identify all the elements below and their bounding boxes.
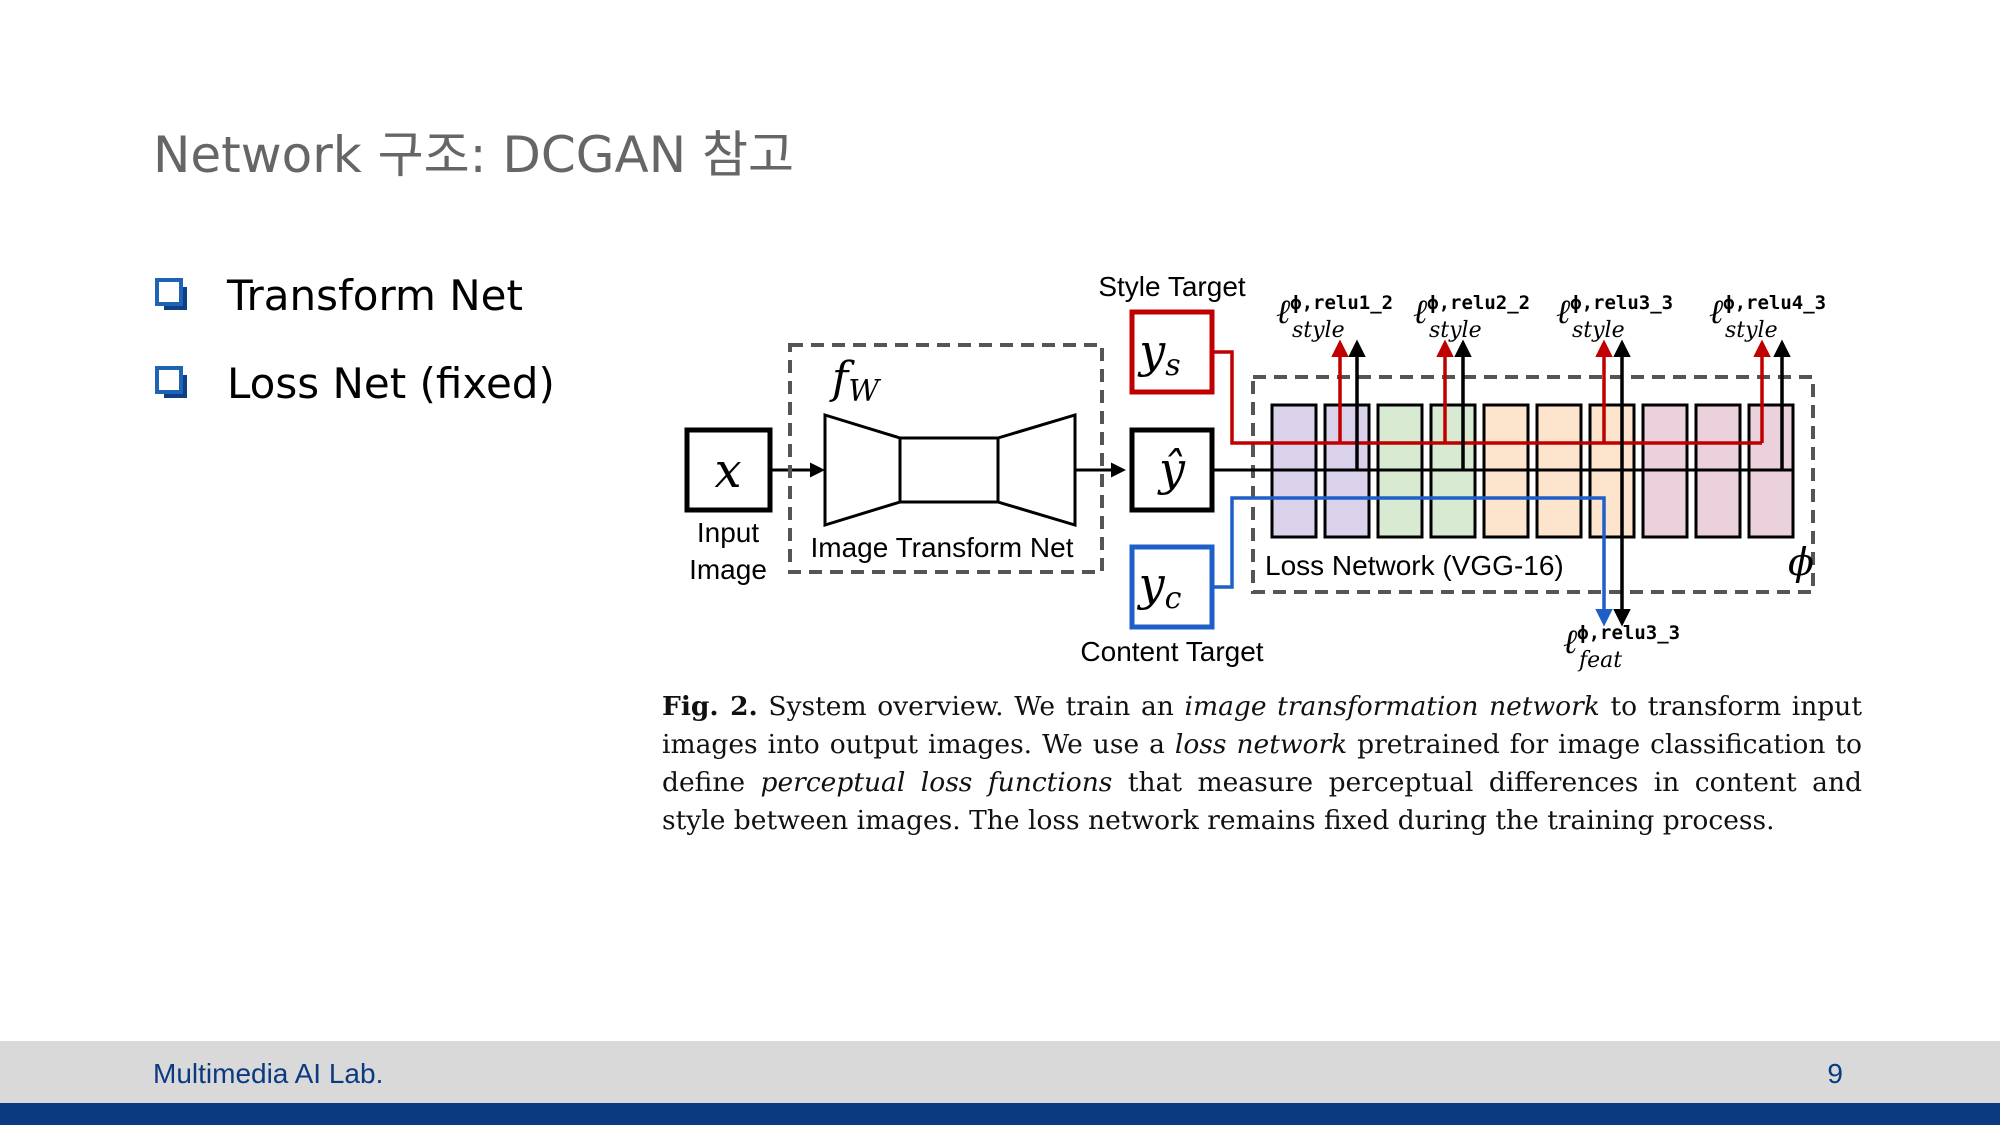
loss-symbol: ℓ xyxy=(1276,292,1290,332)
feature-loss-subscript: feat xyxy=(1577,648,1622,673)
transform-net-region xyxy=(788,343,1104,574)
system-overview-diagram: x Input Image fW Image Transform Net Sty… xyxy=(660,255,1870,680)
caption-text: that measure perceptual differences in c… xyxy=(662,767,1862,836)
phi-symbol: ϕ xyxy=(1788,540,1814,584)
footer-bar xyxy=(0,1041,2000,1103)
footer-accent-bar xyxy=(0,1103,2000,1125)
style-target-symbol: ys xyxy=(1137,324,1180,383)
content-target-label: Content Target xyxy=(1080,636,1263,667)
style-loss-subscript: style xyxy=(1725,318,1778,343)
caption-emphasis: loss network xyxy=(1174,729,1348,760)
feature-loss-superscript: ϕ,relu3_3 xyxy=(1577,622,1680,644)
style-loss-superscript: ϕ,relu1_2 xyxy=(1290,292,1393,314)
bullet-item: Transform Net xyxy=(155,265,555,325)
input-symbol: x xyxy=(714,443,741,499)
caption-text: System overview. We train an xyxy=(757,691,1185,722)
encoder-shape xyxy=(823,412,902,528)
caption-emphasis: perceptual loss functions xyxy=(760,767,1113,798)
loss-symbol: ℓ xyxy=(1413,292,1427,332)
style-letter: y xyxy=(1137,324,1166,378)
decoder-shape xyxy=(996,412,1077,528)
square-bullet-icon xyxy=(155,278,187,310)
input-label-line2: Image xyxy=(689,554,767,585)
output-symbol: ŷ xyxy=(1157,442,1186,496)
style-loss-subscript: style xyxy=(1429,318,1482,343)
input-box xyxy=(684,427,773,513)
style-target-label: Style Target xyxy=(1098,271,1246,302)
style-loss-subscript: style xyxy=(1292,318,1345,343)
loss-symbol: ℓ xyxy=(1563,622,1577,662)
bullet-item: Loss Net (fixed) xyxy=(155,353,555,413)
style-loss-superscript: ϕ,relu4_3 xyxy=(1723,292,1826,314)
content-letter: y xyxy=(1137,557,1166,611)
caption-text: pretrained for image classification to d… xyxy=(662,729,1862,798)
style-subscript: s xyxy=(1165,348,1180,383)
content-path-line xyxy=(1212,496,1613,627)
loss-network-label: Loss Network (VGG-16) xyxy=(1265,550,1564,581)
input-label-line1: Input xyxy=(697,517,759,548)
square-bullet-icon xyxy=(155,366,187,398)
loss-symbol: ℓ xyxy=(1709,292,1723,332)
bullet-text: Transform Net xyxy=(227,270,523,320)
style-loss-subscript: style xyxy=(1572,318,1625,343)
bottleneck-shape xyxy=(898,436,1000,504)
transform-net-label: Image Transform Net xyxy=(811,532,1074,563)
bullet-text: Loss Net (fixed) xyxy=(227,358,555,408)
figure-caption: Fig. 2. System overview. We train an ima… xyxy=(662,688,1862,840)
caption-text: to transform input images into output im… xyxy=(662,691,1862,760)
style-path-line xyxy=(1212,350,1762,445)
caption-emphasis: image transformation network xyxy=(1184,691,1600,722)
style-target-box xyxy=(1129,309,1215,395)
slide-title: Network 구조: DCGAN 참고 xyxy=(153,126,795,184)
content-target-symbol: yc xyxy=(1137,557,1182,616)
bullet-list: Transform Net Loss Net (fixed) xyxy=(155,265,555,441)
loss-network-region xyxy=(1251,375,1815,594)
fw-symbol: fW xyxy=(829,353,881,409)
loss-symbol: ℓ xyxy=(1556,292,1570,332)
content-subscript: c xyxy=(1165,581,1182,616)
style-loss-superscript: ϕ,relu2_2 xyxy=(1427,292,1530,314)
fw-subscript: W xyxy=(848,374,881,409)
caption-fig-label: Fig. 2. xyxy=(662,691,758,722)
diagram-svg: x Input Image fW Image Transform Net Sty… xyxy=(684,271,1826,673)
footer-lab-name: Multimedia AI Lab. xyxy=(153,1058,384,1089)
page-number: 9 xyxy=(1827,1058,1843,1089)
style-loss-superscript: ϕ,relu3_3 xyxy=(1570,292,1673,314)
